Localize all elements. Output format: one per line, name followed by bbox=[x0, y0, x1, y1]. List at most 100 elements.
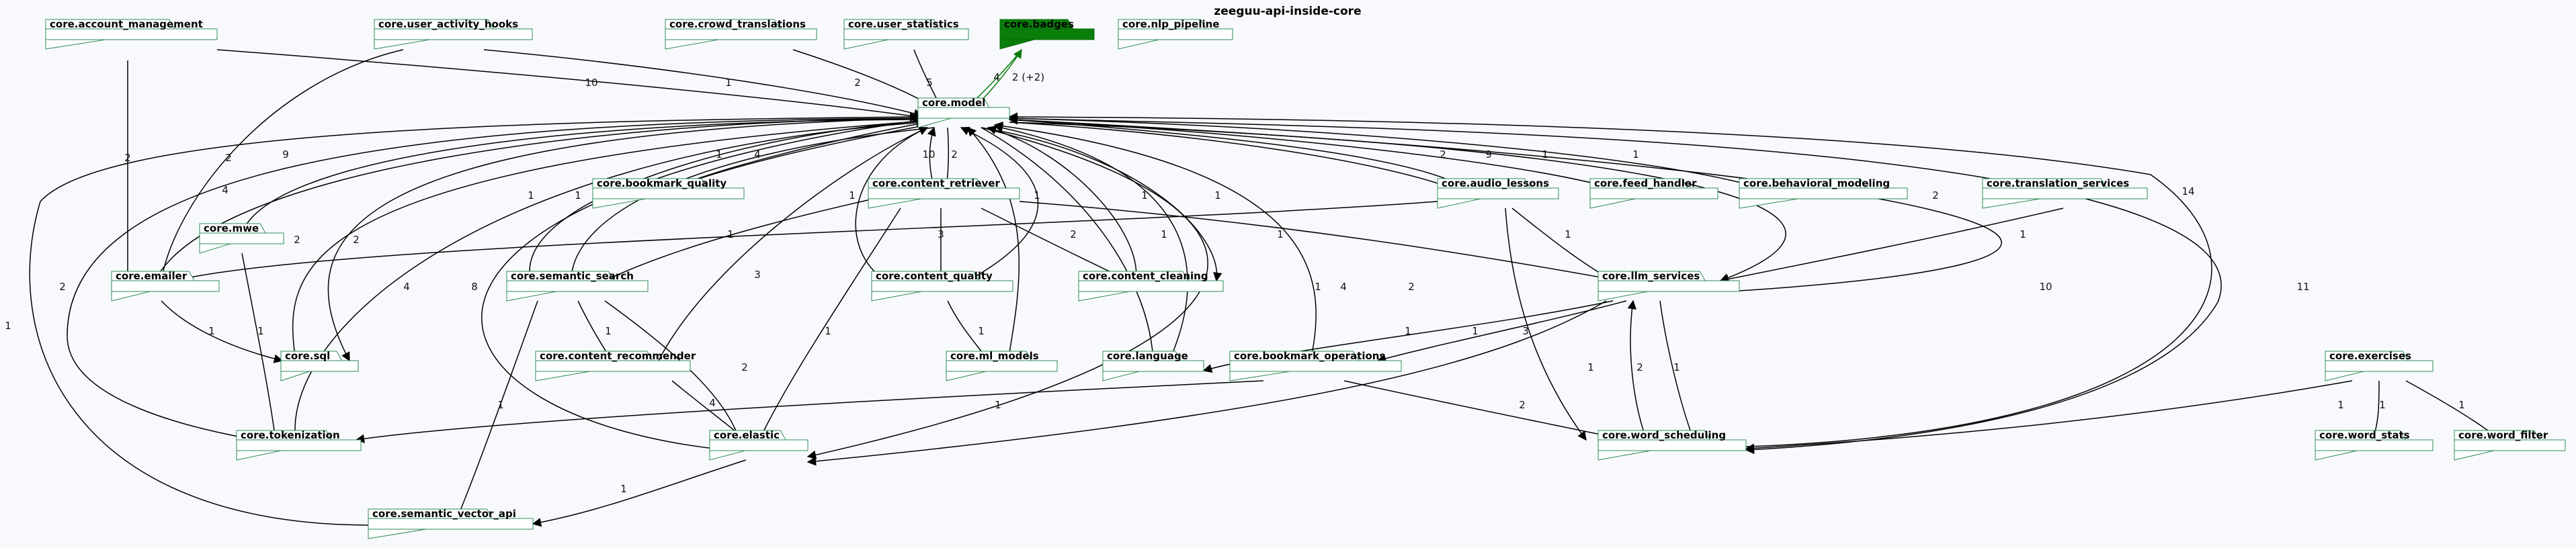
package-body bbox=[1229, 360, 1402, 372]
edge-label-model-to-badges: 2 (+2) bbox=[1012, 71, 1044, 83]
package-label: core.word_scheduling bbox=[1602, 429, 1726, 441]
package-body bbox=[665, 28, 817, 40]
package-label: core.language bbox=[1107, 350, 1188, 362]
package-exercises[interactable]: core.exercises bbox=[2325, 350, 2434, 381]
diagram-title: zeeguu-api-inside-core bbox=[1214, 5, 1361, 18]
edge-elastic-to-semantic_vector_api bbox=[532, 459, 747, 527]
package-semantic-vector-api[interactable]: core.semantic_vector_api bbox=[368, 508, 534, 539]
package-behavioral-modeling[interactable]: core.behavioral_modeling bbox=[1739, 177, 1908, 209]
package-content-cleaning[interactable]: core.content_cleaning bbox=[1078, 270, 1224, 302]
edge-label-semantic_search-to-semantic_vector_api: 1 bbox=[497, 399, 504, 411]
edge-label-audio_lessons-to-model: 9 bbox=[1485, 148, 1492, 161]
package-label: core.badges bbox=[1004, 18, 1074, 30]
edge-content_cleaning-to-model bbox=[987, 126, 1137, 281]
package-body bbox=[199, 232, 284, 244]
package-bookmark-quality[interactable]: core.bookmark_quality bbox=[592, 177, 745, 209]
package-feed-handler[interactable]: core.feed_handler bbox=[1589, 177, 1718, 209]
edge-emailer-to-sql bbox=[161, 300, 284, 363]
package-body bbox=[1597, 439, 1747, 451]
package-word-filter[interactable]: core.word_filter bbox=[2454, 429, 2566, 461]
package-body bbox=[868, 187, 1020, 199]
package-crowd-translations[interactable]: core.crowd_translations bbox=[665, 18, 817, 50]
package-body bbox=[1982, 187, 2148, 199]
package-language[interactable]: core.language bbox=[1102, 350, 1204, 381]
package-emailer[interactable]: core.emailer bbox=[111, 270, 220, 302]
package-word-stats[interactable]: core.word_stats bbox=[2315, 429, 2434, 461]
edges-layer bbox=[29, 48, 2501, 527]
edge-label-audio_lessons-to-llm_services: 1 bbox=[1565, 228, 1571, 240]
package-elastic[interactable]: core.elastic bbox=[709, 429, 808, 461]
package-label: core.emailer bbox=[116, 270, 188, 282]
edge-label-content_retriever-to-model: 10 bbox=[922, 148, 935, 161]
edge-bookmark_operations-to-word_scheduling bbox=[1343, 380, 1628, 443]
package-body bbox=[871, 280, 1013, 292]
edge-word_scheduling-to-llm_services bbox=[1627, 300, 1647, 441]
package-label: core.translation_services bbox=[1987, 177, 2129, 189]
package-body bbox=[45, 28, 218, 40]
package-tokenization[interactable]: core.tokenization bbox=[236, 429, 362, 461]
packages-layer: core.account_management core.user_activit… bbox=[45, 18, 2566, 539]
edge-label-bookmark_operations-to-model: 4 bbox=[1340, 281, 1347, 293]
edge-exercises-to-word_scheduling bbox=[1745, 380, 2353, 453]
package-word-scheduling[interactable]: core.word_scheduling bbox=[1597, 429, 1747, 461]
package-nlp-pipeline[interactable]: core.nlp_pipeline bbox=[1118, 18, 1233, 50]
edge-user_activity_hooks-to-emailer bbox=[158, 49, 404, 282]
edge-label-model-to-audio_lessons: 2 bbox=[1440, 148, 1446, 161]
edge-label-model-to-behavioral_modeling: 1 bbox=[1632, 148, 1639, 161]
package-bookmark-operations[interactable]: core.bookmark_operations bbox=[1229, 350, 1402, 381]
edge-label-crowd_translations-to-model: 2 bbox=[854, 77, 861, 89]
edge-tokenization-to-model bbox=[294, 118, 926, 441]
package-label: core.user_statistics bbox=[848, 18, 959, 30]
package-content-retriever[interactable]: core.content_retriever bbox=[868, 177, 1020, 209]
edge-label-model-to-word_scheduling: 10 bbox=[2039, 281, 2052, 293]
edge-label-model-to-semantic_search: 1 bbox=[575, 189, 581, 201]
edge-semantic_search-to-elastic bbox=[604, 300, 741, 441]
package-model[interactable]: core.model bbox=[917, 97, 1010, 128]
edge-audio_lessons-to-llm_services bbox=[1511, 208, 1614, 281]
edge-label-model-to-feed_handler: 1 bbox=[1542, 148, 1548, 161]
edge-semantic_vector_api-to-model bbox=[29, 112, 919, 526]
package-label: core.user_activity_hooks bbox=[378, 18, 518, 30]
edge-label-audio_lessons-to-word_scheduling: 3 bbox=[1522, 325, 1529, 337]
package-label: core.crowd_translations bbox=[669, 18, 806, 30]
edge-label-bookmark_operations-to-word_scheduling: 2 bbox=[1519, 399, 1526, 411]
package-audio-lessons[interactable]: core.audio_lessons bbox=[1437, 177, 1559, 209]
package-body bbox=[2315, 439, 2434, 451]
package-label: core.content_quality bbox=[876, 270, 993, 282]
package-ml-models[interactable]: core.ml_models bbox=[946, 350, 1058, 381]
package-semantic-search[interactable]: core.semantic_search bbox=[506, 270, 649, 302]
edge-elastic-to-model bbox=[481, 116, 926, 451]
package-user-activity-hooks[interactable]: core.user_activity_hooks bbox=[374, 18, 533, 50]
package-llm-services[interactable]: core.llm_services bbox=[1597, 270, 1740, 302]
package-content-quality[interactable]: core.content_quality bbox=[871, 270, 1013, 302]
edge-label-llm_services-to-model: 14 bbox=[2182, 185, 2194, 197]
edge-language-to-model bbox=[993, 123, 1188, 361]
edge-label-model-to-sql: 2 bbox=[353, 234, 360, 246]
edge-llm_services-to-bookmark_operations bbox=[1376, 300, 1627, 363]
edge-llm_services-to-model bbox=[1008, 115, 2002, 291]
edge-label-content_recommender-to-elastic: 4 bbox=[709, 397, 716, 409]
package-content-recommender[interactable]: core.content_recommender bbox=[535, 350, 696, 381]
package-sql[interactable]: core.sql bbox=[280, 350, 359, 381]
edge-word_scheduling-to-model bbox=[1008, 112, 2212, 447]
edge-content_quality-to-model bbox=[960, 126, 1039, 281]
package-body bbox=[1118, 28, 1233, 40]
package-translation-services[interactable]: core.translation_services bbox=[1982, 177, 2148, 209]
edge-label-semantic_search-to-content_recommender: 1 bbox=[605, 325, 612, 337]
package-badges[interactable]: core.badges bbox=[999, 18, 1095, 50]
package-mwe[interactable]: core.mwe bbox=[199, 222, 284, 254]
package-body bbox=[2325, 360, 2434, 372]
package-user-statistics[interactable]: core.user_statistics bbox=[843, 18, 969, 50]
edge-label-account_management-to-model: 10 bbox=[585, 77, 597, 89]
edge-model-to-mwe bbox=[240, 119, 919, 234]
edge-label-model-to-content_retriever: 2 bbox=[951, 148, 958, 161]
package-account-management[interactable]: core.account_management bbox=[45, 18, 218, 50]
edge-label-badges-to-model: 4 bbox=[993, 71, 1000, 83]
edge-content_retriever-to-elastic bbox=[759, 208, 901, 441]
edge-content_retriever-to-llm_services bbox=[1019, 201, 1621, 284]
package-body bbox=[2454, 439, 2566, 451]
package-label: core.behavioral_modeling bbox=[1743, 177, 1890, 189]
package-body bbox=[946, 360, 1058, 372]
edge-llm_services-to-elastic bbox=[806, 300, 1607, 466]
